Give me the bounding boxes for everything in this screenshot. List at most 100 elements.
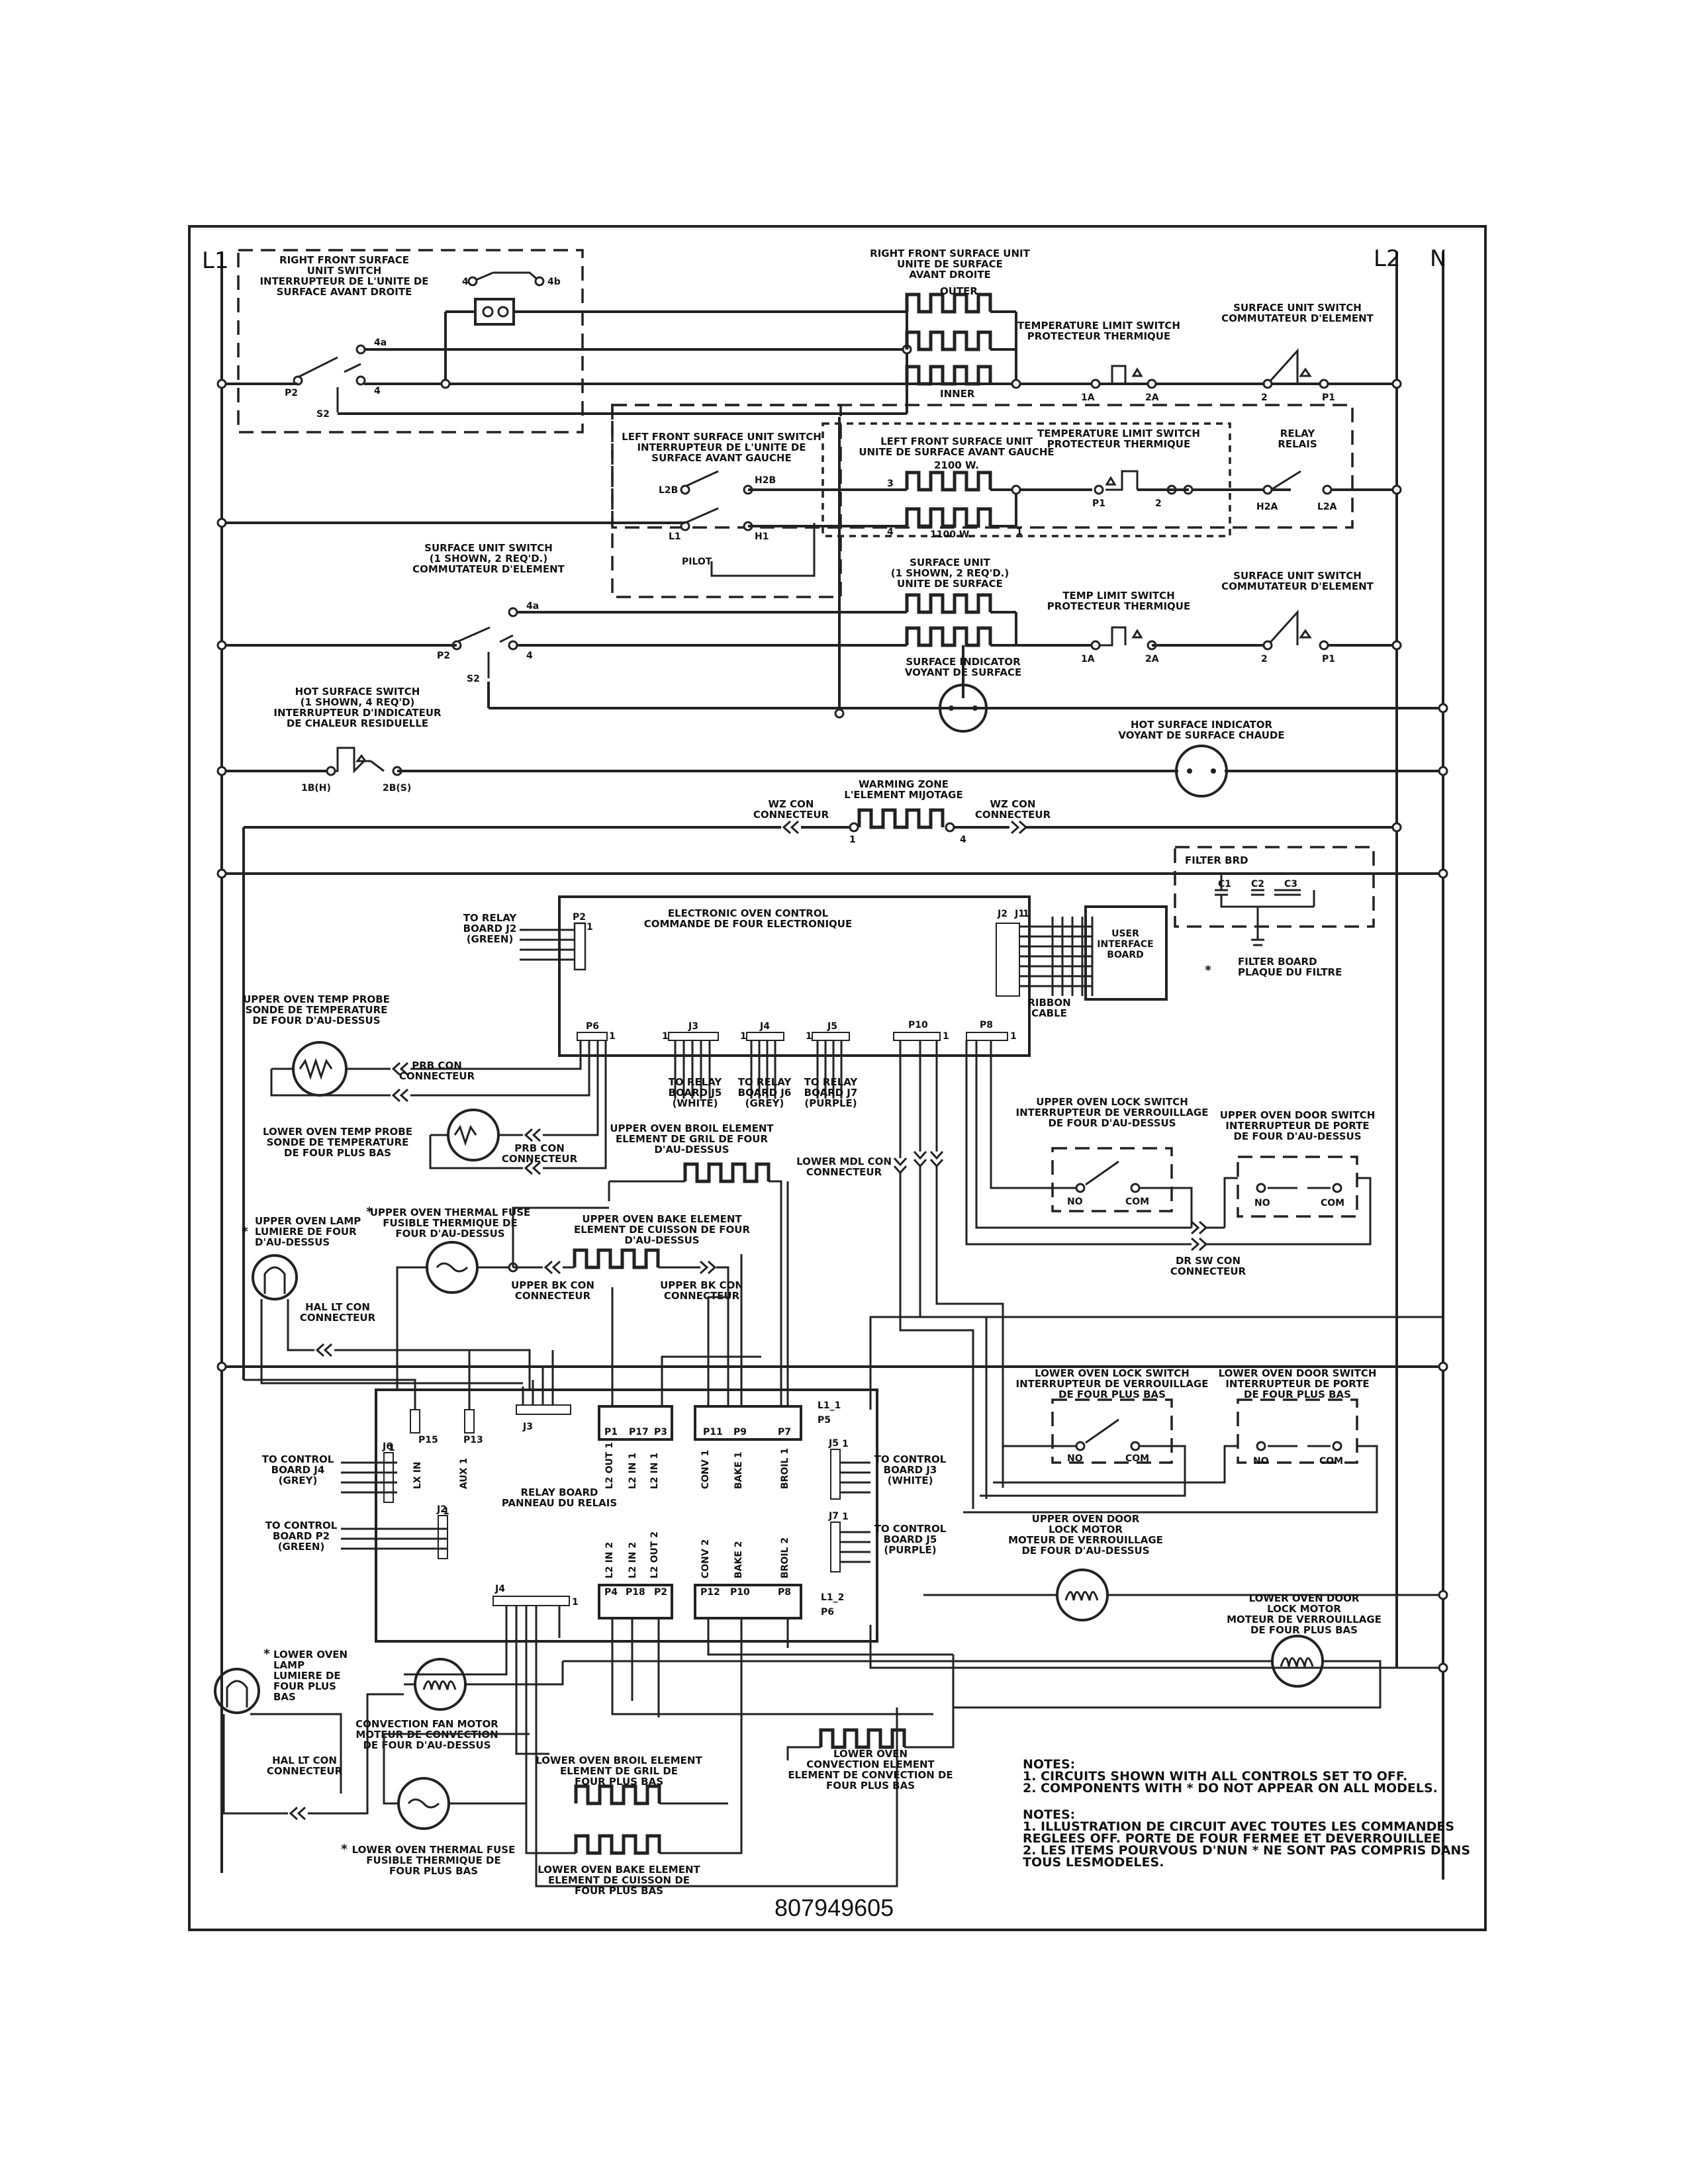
connector-label: J3 bbox=[688, 1021, 698, 1032]
label-line: TEMPERATURE LIMIT SWITCH bbox=[1017, 320, 1180, 332]
label-line: FOUR PLUS bbox=[273, 1680, 336, 1692]
label-line: CONNECTEUR bbox=[515, 1290, 591, 1302]
pin-label: 1A bbox=[1081, 392, 1095, 403]
connector-label: (WHITE) bbox=[673, 1097, 718, 1109]
pin-label: 4a bbox=[374, 338, 387, 348]
connector-label: BOARD J5 bbox=[669, 1087, 722, 1099]
notes: NOTES:1. CIRCUITS SHOWN WITH ALL CONTROL… bbox=[1023, 1757, 1470, 1870]
label-line: FOUR PLUS BAS bbox=[575, 1776, 663, 1788]
pin-label: P18 bbox=[626, 1587, 645, 1598]
svg-text:*: * bbox=[341, 1842, 348, 1856]
pin-label: P3 bbox=[654, 1427, 667, 1437]
pin-one-label: 1 bbox=[572, 1597, 579, 1608]
label-line: TEMPERATURE LIMIT SWITCH bbox=[1037, 428, 1200, 439]
connector-label: TO RELAY bbox=[738, 1076, 792, 1088]
label-line: PROTECTEUR THERMIQUE bbox=[1027, 330, 1170, 342]
relay-terminal-label: L2 IN 2 bbox=[604, 1542, 615, 1578]
label-line: HAL LT CON bbox=[305, 1301, 370, 1313]
l2-label: L2 bbox=[1374, 246, 1401, 272]
no-label: NO bbox=[1067, 1197, 1083, 1207]
filter-title: FILTER BRD bbox=[1185, 854, 1248, 866]
label-line: ELEMENT DE GRIL DE bbox=[560, 1765, 678, 1777]
label-line: LEFT FRONT SURFACE UNIT SWITCH bbox=[622, 431, 821, 443]
no-label: NO bbox=[1253, 1456, 1269, 1467]
pin-label: 2 bbox=[1261, 392, 1268, 403]
pin-label: L2A bbox=[1317, 502, 1337, 512]
label-line: VOYANT DE SURFACE CHAUDE bbox=[1118, 729, 1284, 741]
label-line: UNITE DE SURFACE AVANT GAUCHE bbox=[859, 446, 1054, 458]
label-line: DE FOUR PLUS BAS bbox=[1244, 1388, 1351, 1400]
label-line: LOWER OVEN THERMAL FUSE bbox=[352, 1844, 516, 1856]
connector-label: (GREEN) bbox=[467, 933, 514, 945]
label-line: DE FOUR D'AU-DESSUS bbox=[1233, 1130, 1361, 1142]
pin-one-label: 1 bbox=[1010, 1031, 1017, 1042]
label-line: D'AU-DESSUS bbox=[654, 1144, 729, 1156]
label-line: CONNECTEUR bbox=[267, 1765, 343, 1777]
label-line: HOT SURFACE INDICATOR bbox=[1131, 719, 1273, 731]
relay-terminal-label: BROIL 1 bbox=[780, 1448, 790, 1489]
label-line: UPPER OVEN BROIL ELEMENT bbox=[610, 1122, 774, 1134]
pin-one-label: 1 bbox=[609, 1031, 616, 1042]
label-line: UNITE DE SURFACE bbox=[897, 258, 1003, 270]
label-line: MOTEUR DE VERROUILLAGE bbox=[1008, 1534, 1163, 1546]
pin-label: J5 bbox=[828, 1438, 839, 1449]
label-line: DE FOUR PLUS BAS bbox=[1058, 1388, 1166, 1400]
pin-label: 1A bbox=[1081, 654, 1095, 664]
label-line: (1 SHOWN, 2 REQ'D.) bbox=[430, 553, 547, 565]
pin-label: P7 bbox=[778, 1427, 791, 1437]
label-line: CONNECTEUR bbox=[806, 1166, 882, 1178]
pin-label: 1B(H) bbox=[301, 783, 331, 794]
pin-label: 2 bbox=[1155, 498, 1162, 509]
pin-label: 4b bbox=[547, 277, 561, 287]
label-line: LOWER OVEN TEMP PROBE bbox=[263, 1126, 412, 1138]
connector-label: BOARD J2 bbox=[463, 923, 517, 934]
label-line: LAMP bbox=[273, 1659, 305, 1671]
label-line: USER bbox=[1111, 929, 1139, 939]
connector-label: TO RELAY bbox=[804, 1076, 859, 1088]
connector-label: (WHITE) bbox=[888, 1475, 933, 1486]
connector-label: P8 bbox=[980, 1020, 993, 1030]
label-line: VOYANT DE SURFACE bbox=[905, 666, 1021, 678]
surface-unit-wiring bbox=[216, 417, 1448, 719]
diagram-frame bbox=[188, 225, 1487, 1931]
label-line: ELEMENT DE GRIL DE FOUR bbox=[616, 1133, 768, 1145]
pin-label: P4 bbox=[604, 1587, 618, 1598]
pin-label: 4 bbox=[887, 527, 894, 537]
label-line: NOTES: bbox=[1023, 1757, 1075, 1772]
pin-label: H2B bbox=[755, 475, 776, 486]
label-line: SURFACE UNIT SWITCH bbox=[424, 542, 553, 554]
connector-label: BOARD J3 bbox=[884, 1464, 937, 1476]
label-line: DE FOUR PLUS BAS bbox=[284, 1147, 391, 1159]
pin-one-label: 1 bbox=[443, 1506, 449, 1517]
label-line: UPPER OVEN LAMP bbox=[255, 1215, 361, 1227]
label-line: HOT SURFACE SWITCH bbox=[295, 686, 420, 698]
label-line: RELAY BOARD bbox=[520, 1486, 598, 1498]
hot-surface-switch: HOT SURFACE SWITCH(1 SHOWN, 4 REQ'D)INTE… bbox=[216, 686, 1448, 794]
label-line: D'AU-DESSUS bbox=[255, 1236, 330, 1248]
label-line: LUMIERE DE bbox=[273, 1670, 341, 1682]
pin-label: P6 bbox=[821, 1607, 834, 1617]
label-line: LOWER MDL CON bbox=[796, 1156, 892, 1167]
label-line: COMMANDE DE FOUR ELECTRONIQUE bbox=[644, 918, 852, 930]
label-line: INTERRUPTEUR DE PORTE bbox=[1225, 1120, 1369, 1132]
relay-terminal-label: BAKE 2 bbox=[733, 1541, 744, 1578]
pin-label: L1 bbox=[669, 531, 681, 542]
label-line: LOWER OVEN BAKE ELEMENT bbox=[538, 1864, 700, 1876]
wattage-label: 1100 W. bbox=[930, 529, 972, 540]
surface-unit: SURFACE UNIT(1 SHOWN, 2 REQ'D.)UNITE DE … bbox=[891, 557, 1009, 645]
pin-label: 3 bbox=[887, 478, 894, 489]
